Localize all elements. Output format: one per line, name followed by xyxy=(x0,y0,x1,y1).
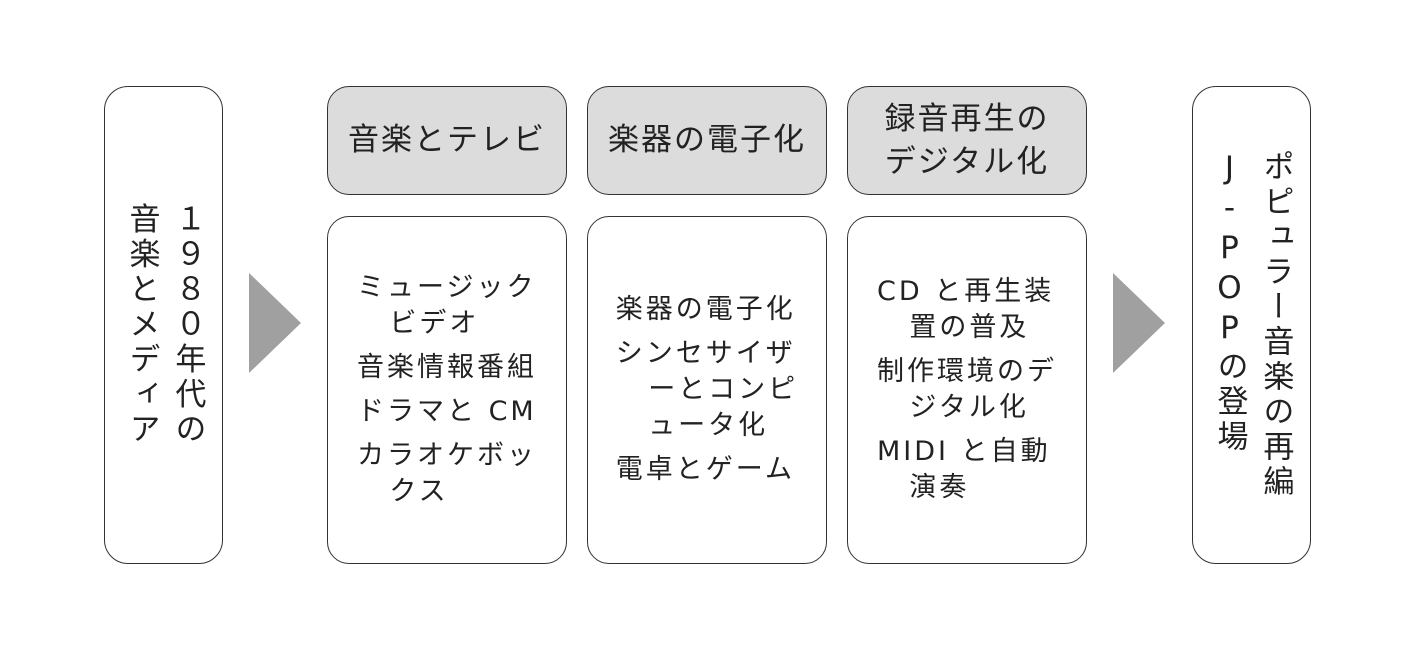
section-header-text: 録音再生の デジタル化 xyxy=(885,98,1050,184)
header-line: 音楽とテレビ xyxy=(348,122,546,159)
item-line: 楽器の電子化 xyxy=(615,294,796,326)
list-item: 楽器の電子化 xyxy=(616,292,798,328)
section-header-text: 楽器の電子化 xyxy=(608,119,806,162)
section-header-digital: 録音再生の デジタル化 xyxy=(847,86,1087,195)
item-line: クス xyxy=(389,475,449,507)
section-content-instruments: 楽器の電子化 シンセサイザ ーとコンピ ュータ化 電卓とゲーム xyxy=(587,216,827,564)
item-line: シンセサイザ xyxy=(615,338,796,370)
item-line: ドラマと CM xyxy=(357,396,537,427)
outcome-text-col-2: J-POPの登場 xyxy=(1211,150,1248,455)
item-line: 置の普及 xyxy=(909,312,1030,344)
list-item: CD と再生装 置の普及 xyxy=(877,274,1057,346)
section-content-tv: ミュージック ビデオ 音楽情報番組 ドラマと CM カラオケボッ クス xyxy=(327,216,567,564)
list-item: カラオケボッ クス xyxy=(357,438,537,510)
section-header-tv: 音楽とテレビ xyxy=(327,86,567,195)
list-item: 電卓とゲーム xyxy=(616,452,798,488)
outcome-box: ポピュラー音楽の再編 J-POPの登場 xyxy=(1192,86,1311,564)
header-line: 録音再生の xyxy=(884,100,1050,137)
header-line: デジタル化 xyxy=(884,143,1050,180)
outcome-text-col-1: ポピュラー音楽の再編 xyxy=(1257,150,1294,500)
section-content-digital: CD と再生装 置の普及 制作環境のデ ジタル化 MIDI と自動 演奏 xyxy=(847,216,1087,564)
section-header-instruments: 楽器の電子化 xyxy=(587,86,827,195)
right-arrow-icon xyxy=(249,273,301,373)
item-line: ーとコンピ xyxy=(648,374,799,406)
list-item: ドラマと CM xyxy=(357,394,537,430)
era-text-col-2: 音楽とメディア xyxy=(123,202,160,448)
item-line: カラオケボッ xyxy=(357,439,537,471)
list-item: ミュージック ビデオ xyxy=(357,270,537,342)
right-arrow-icon xyxy=(1113,273,1165,373)
item-line: CD と再生装 xyxy=(877,276,1055,308)
item-list: ミュージック ビデオ 音楽情報番組 ドラマと CM カラオケボッ クス xyxy=(357,270,537,509)
era-text: １９８０年代の 音楽とメディア xyxy=(118,203,210,448)
item-line: 音楽情報番組 xyxy=(357,352,537,384)
item-line: ュータ化 xyxy=(648,409,769,441)
list-item: MIDI と自動 演奏 xyxy=(877,434,1057,506)
item-line: 演奏 xyxy=(909,471,970,503)
era-text-col-1: １９８０年代の xyxy=(169,202,206,448)
list-item: 音楽情報番組 xyxy=(357,350,537,386)
section-header-text: 音楽とテレビ xyxy=(348,119,546,162)
item-line: ジタル化 xyxy=(909,392,1029,423)
item-line: ビデオ xyxy=(389,308,480,340)
header-line: 楽器の電子化 xyxy=(608,122,806,159)
list-item: シンセサイザ ーとコンピ ュータ化 xyxy=(616,336,798,444)
outcome-text: ポピュラー音楽の再編 J-POPの登場 xyxy=(1206,150,1298,500)
item-line: ミュージック xyxy=(357,272,537,304)
item-list: 楽器の電子化 シンセサイザ ーとコンピ ュータ化 電卓とゲーム xyxy=(616,292,798,488)
item-line: MIDI と自動 xyxy=(877,435,1051,467)
era-box: １９８０年代の 音楽とメディア xyxy=(104,86,223,564)
item-line: 電卓とゲーム xyxy=(615,453,795,485)
item-line: 制作環境のデ xyxy=(877,356,1057,388)
item-list: CD と再生装 置の普及 制作環境のデ ジタル化 MIDI と自動 演奏 xyxy=(877,274,1057,505)
list-item: 制作環境のデ ジタル化 xyxy=(877,354,1057,426)
